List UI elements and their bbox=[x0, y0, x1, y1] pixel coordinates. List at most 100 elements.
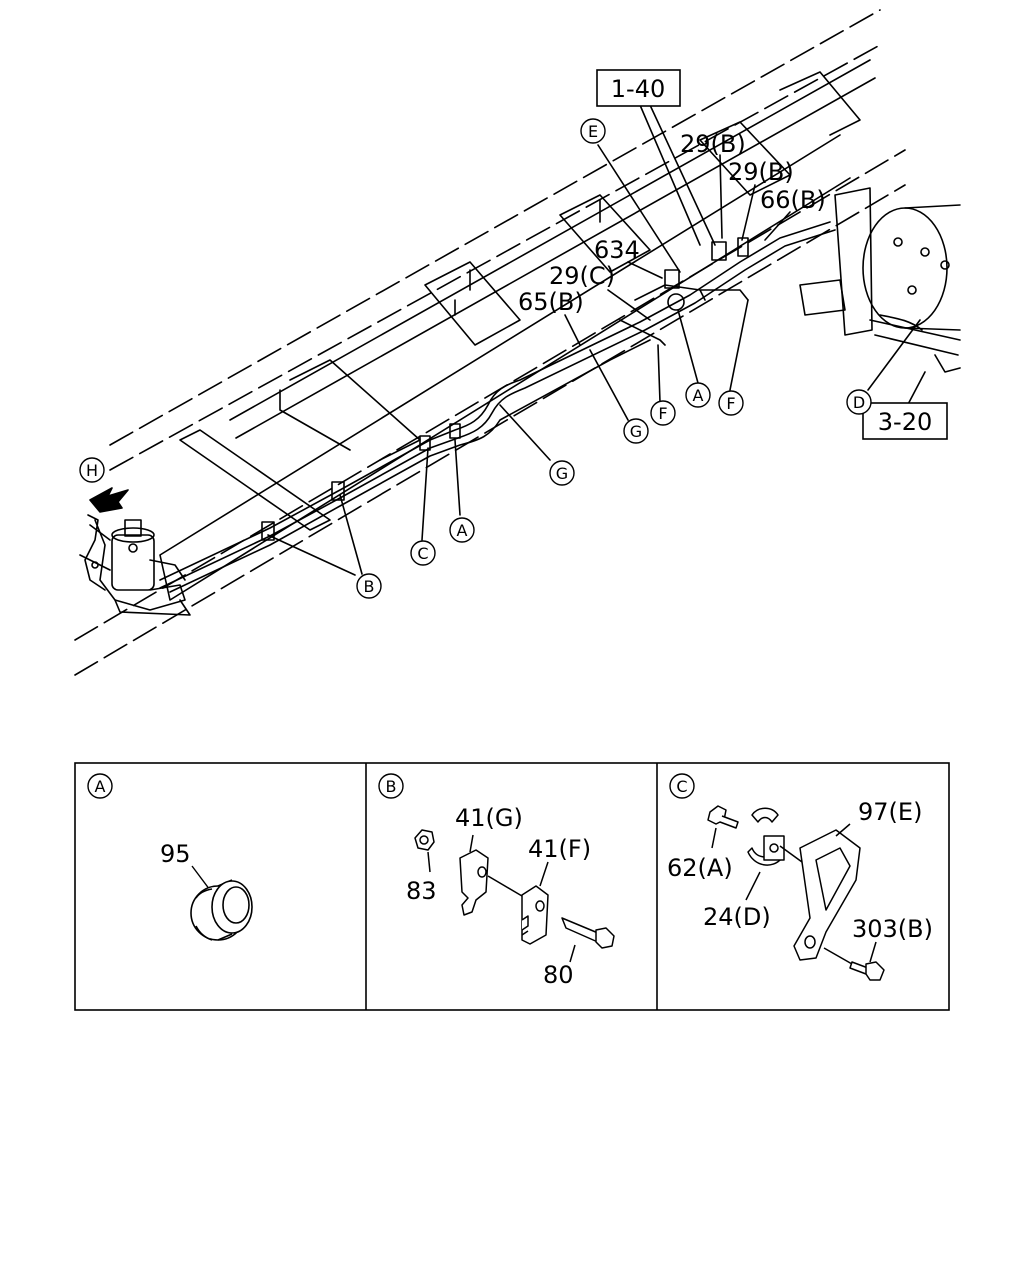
callout-letter: B bbox=[364, 577, 375, 596]
leader-line bbox=[589, 349, 629, 421]
callout-h bbox=[79, 457, 105, 483]
panel-key-b: B bbox=[386, 777, 397, 796]
clip-part-41g bbox=[459, 849, 489, 916]
callout-f-right bbox=[718, 390, 744, 416]
leader-line bbox=[627, 261, 663, 279]
cross-member bbox=[424, 261, 521, 346]
callout-letter: A bbox=[693, 386, 704, 405]
leader-line bbox=[729, 299, 749, 391]
part-label-80: 80 bbox=[543, 961, 574, 989]
panel-key-a: A bbox=[95, 777, 106, 796]
direction-arrow bbox=[89, 487, 129, 513]
leader-line bbox=[421, 447, 429, 541]
leader-line bbox=[719, 154, 723, 239]
part-label-24d: 24(D) bbox=[703, 903, 771, 931]
clip-parts-drawing bbox=[414, 829, 615, 963]
callout-letter: A bbox=[457, 521, 468, 540]
part-label-83: 83 bbox=[406, 877, 437, 905]
cross-member bbox=[179, 429, 331, 531]
callout-letter: G bbox=[630, 422, 642, 441]
part-label-634: 634 bbox=[594, 236, 640, 264]
part-label-41g: 41(G) bbox=[455, 804, 523, 832]
detail-panel-b: B 41(G) 41(F) 83 80 bbox=[378, 773, 615, 989]
detail-panel-a: A 95 bbox=[87, 773, 253, 941]
pipe-clamp bbox=[667, 293, 685, 311]
panel-key-circle-c bbox=[669, 773, 695, 799]
valve-assembly bbox=[79, 514, 191, 616]
frame-rail-dashed-line bbox=[109, 9, 881, 446]
air-tank-assembly bbox=[799, 187, 961, 373]
detail-panels-frame bbox=[74, 762, 950, 1011]
leader-line bbox=[191, 865, 211, 891]
pipe-branch bbox=[634, 284, 749, 301]
cross-member bbox=[779, 71, 861, 136]
grommet-part bbox=[190, 879, 253, 941]
part-label-29b-lower: 29(B) bbox=[728, 158, 794, 186]
bracket-parts-drawing bbox=[707, 805, 885, 981]
pipe-clamp bbox=[261, 521, 275, 541]
cross-member bbox=[559, 194, 651, 273]
part-label-29b-upper: 29(B) bbox=[680, 130, 746, 158]
leader-line bbox=[564, 314, 581, 346]
clip-part-41f bbox=[521, 885, 549, 945]
ground-dashed-line bbox=[74, 184, 906, 676]
callout-g-middle bbox=[549, 460, 575, 486]
part-label-41f: 41(F) bbox=[528, 835, 591, 863]
callout-f-middle bbox=[650, 400, 676, 426]
air-pipe bbox=[159, 221, 831, 581]
clip-part-24d bbox=[751, 807, 779, 823]
callout-letter: F bbox=[658, 404, 667, 423]
callout-letter: F bbox=[726, 394, 735, 413]
pipe-clamp bbox=[664, 269, 680, 289]
callout-e bbox=[580, 118, 606, 144]
cross-member bbox=[699, 121, 791, 196]
callout-d bbox=[846, 389, 872, 415]
callout-b bbox=[356, 573, 382, 599]
callout-g-right bbox=[623, 418, 649, 444]
part-label-97e: 97(E) bbox=[858, 798, 922, 826]
leader-line bbox=[741, 184, 756, 241]
callout-letter: E bbox=[588, 122, 598, 141]
part-label-65b: 65(B) bbox=[518, 288, 584, 316]
ref-label-3-20: 3-20 bbox=[878, 408, 932, 436]
part-label-66b: 66(B) bbox=[760, 186, 826, 214]
air-pipe bbox=[169, 339, 651, 593]
leader-line bbox=[867, 319, 921, 391]
ref-box-1-40 bbox=[596, 69, 681, 107]
pipe-clamp bbox=[711, 241, 727, 261]
panel-key-c: C bbox=[676, 777, 687, 796]
part-label-95: 95 bbox=[160, 840, 191, 868]
detail-panels bbox=[74, 762, 950, 1011]
callout-c bbox=[410, 540, 436, 566]
pipe-clamp bbox=[331, 481, 345, 501]
callout-letter: H bbox=[86, 461, 98, 480]
callout-letter: D bbox=[853, 393, 865, 412]
leader-line bbox=[499, 404, 551, 461]
callout-letters: H E D A F F G G A C B bbox=[86, 122, 865, 596]
leader-line bbox=[764, 211, 791, 241]
callout-letter: C bbox=[417, 544, 428, 563]
ref-label-1-40: 1-40 bbox=[611, 75, 665, 103]
cross-member bbox=[289, 359, 421, 461]
callout-a-left bbox=[449, 517, 475, 543]
callout-a-right bbox=[685, 382, 711, 408]
leader-line bbox=[677, 309, 699, 384]
panel-key-circle-a bbox=[87, 773, 113, 799]
pipe-clamp bbox=[449, 423, 461, 439]
panel-key-circle-b bbox=[378, 773, 404, 799]
callout-letter: G bbox=[556, 464, 568, 483]
leader-line bbox=[607, 289, 651, 321]
detail-panel-c: C 97(E) 62(A) 24(D) 303(B) bbox=[667, 773, 933, 981]
leader-line bbox=[639, 104, 716, 246]
ground-dashed-line bbox=[74, 149, 906, 641]
callouts bbox=[79, 118, 872, 599]
part-label-303b: 303(B) bbox=[852, 915, 933, 943]
bolt-part bbox=[561, 917, 601, 944]
cross-member-detail bbox=[279, 199, 601, 451]
frame-rail-dashed-line bbox=[109, 44, 881, 471]
leader-line bbox=[454, 439, 461, 516]
ref-box-3-20 bbox=[862, 402, 948, 440]
part-label-62a: 62(A) bbox=[667, 854, 733, 882]
frame-assembly-drawing bbox=[74, 9, 961, 676]
